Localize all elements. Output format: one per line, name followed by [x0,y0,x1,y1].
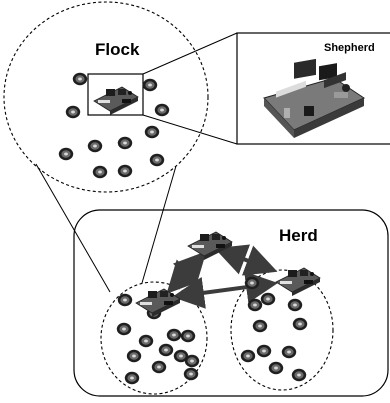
sensor-node-icon [247,298,263,312]
sensor-node-icon [180,329,196,343]
link-arrow-top-right [214,244,278,276]
sensor-node-icon [124,371,140,385]
sensor-node-icon [138,334,154,348]
sensor-node-icon [281,345,297,359]
circuit-board-icon [135,288,181,317]
circuit-board-icon [275,267,321,296]
sensor-node-icon [92,165,108,179]
circuit-board-icon [187,231,233,260]
callout-line-top [142,32,238,75]
sensor-node-icon [126,349,142,363]
sensor-node-icon [268,361,284,375]
sensor-node-icon [58,147,74,161]
zoom-line-right [141,165,177,284]
sensor-node-icon [291,368,307,382]
link-arrow-left-top [166,251,207,294]
shepherd-label: Shepherd [324,42,375,54]
sensor-node-icon [292,317,308,331]
sensor-node-icon [116,322,132,336]
shepherd-board-layer [93,86,321,317]
herd-cluster-left [100,281,208,395]
sensor-node-icon [117,164,133,178]
sensor-node-icon [117,136,133,150]
herd-cluster-right [230,269,334,391]
sensor-node-icon [142,78,158,92]
callout-line-bottom [142,114,238,145]
sensor-node-layer [58,72,308,385]
sensor-node-icon [287,298,303,312]
sensor-node-icon [173,349,189,363]
sensor-node-icon [72,72,88,86]
sensor-node-icon [183,367,199,381]
sensor-node-icon [149,153,165,167]
shepherd-highlight-box [87,73,144,116]
herd-container [73,209,389,397]
sensor-node-icon [117,293,133,307]
sensor-node-icon [154,103,170,117]
sensor-node-icon [240,349,256,363]
sensor-node-icon [256,344,272,358]
sensor-node-icon [244,276,260,290]
herd-label: Herd [279,226,318,245]
sensor-node-icon [87,139,103,153]
zoom-line-left [35,163,111,293]
sensor-node-icon [65,105,81,119]
flock-label: Flock [95,40,140,59]
sensor-node-icon [158,343,174,357]
sensor-node-icon [151,360,167,374]
sensor-node-icon [144,125,160,139]
circuit-board-icon [93,86,139,115]
sensor-node-icon [184,354,200,368]
shepherd-board-large-icon [263,58,366,138]
sensor-node-icon [260,292,276,306]
sensor-node-icon [166,328,182,342]
sensor-node-icon [252,319,268,333]
